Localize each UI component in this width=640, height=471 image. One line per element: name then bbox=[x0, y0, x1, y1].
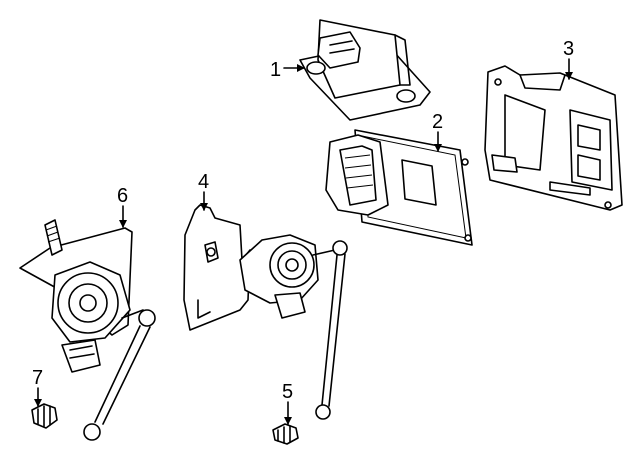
callout-number: 3 bbox=[563, 38, 574, 60]
part-3-mounting-bracket bbox=[484, 65, 623, 211]
part-1-sensor-module bbox=[299, 19, 431, 121]
callout-number: 6 bbox=[117, 185, 128, 207]
callout-number: 1 bbox=[270, 59, 281, 81]
callout-6: 6 bbox=[117, 185, 128, 228]
callout-1: 1 bbox=[270, 59, 305, 81]
callout-4: 4 bbox=[198, 171, 209, 211]
callout-number: 5 bbox=[282, 381, 293, 403]
callout-5: 5 bbox=[282, 381, 293, 425]
callout-number: 7 bbox=[32, 367, 43, 389]
part-7-fitting bbox=[31, 403, 58, 429]
callout-number: 2 bbox=[432, 111, 443, 133]
part-5-fitting bbox=[272, 423, 299, 445]
part-6-height-sensor bbox=[19, 219, 156, 441]
callout-3: 3 bbox=[563, 38, 574, 80]
part-2-control-module bbox=[325, 129, 473, 246]
callout-7: 7 bbox=[32, 367, 43, 407]
callout-number: 4 bbox=[198, 171, 209, 193]
callout-2: 2 bbox=[432, 111, 443, 152]
part-4-height-sensor bbox=[183, 204, 348, 420]
